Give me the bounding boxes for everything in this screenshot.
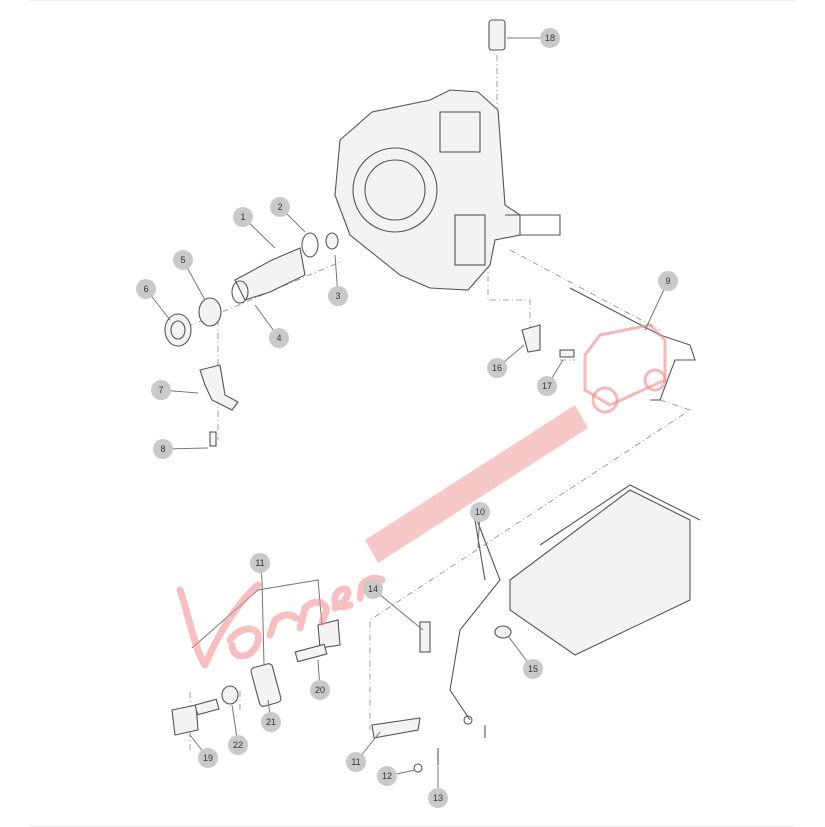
callout-number: 11 — [351, 757, 360, 767]
callout-19: 19 — [198, 748, 218, 768]
callout-badge — [136, 279, 156, 299]
callout-number: 6 — [143, 284, 148, 294]
callout-16: 16 — [487, 358, 507, 378]
callout-number: 2 — [277, 202, 282, 212]
callout-badge — [328, 286, 348, 306]
callout-number: 18 — [545, 33, 555, 43]
callout-number: 3 — [335, 291, 340, 301]
callout-number: 20 — [315, 685, 325, 695]
callout-badge — [487, 358, 507, 378]
callout-number: 14 — [368, 584, 378, 594]
callout-13: 13 — [428, 788, 448, 808]
callout-number: 17 — [542, 381, 552, 391]
callout-15: 15 — [523, 659, 543, 679]
callout-badge — [261, 712, 281, 732]
watermark-logo — [176, 323, 667, 669]
callout-20: 20 — [310, 680, 330, 700]
callout-5: 5 — [173, 250, 193, 270]
callout-badge — [310, 680, 330, 700]
callout-number: 9 — [665, 276, 670, 286]
leader-line — [372, 588, 424, 631]
sensor-part-18 — [488, 19, 506, 51]
callout-6: 6 — [136, 279, 156, 299]
callout-number: 1 — [240, 212, 245, 222]
callout-number: 21 — [266, 717, 276, 727]
callout-12: 12 — [377, 766, 397, 786]
callout-badge — [250, 553, 270, 573]
callout-badge — [228, 735, 248, 755]
callout-17: 17 — [537, 376, 557, 396]
linkage-parts — [171, 579, 341, 736]
callout-14: 14 — [363, 579, 383, 599]
callout-badge — [173, 250, 193, 270]
callout-badge — [658, 271, 678, 291]
callout-badge — [233, 207, 253, 227]
callout-badge — [153, 439, 173, 459]
callout-3: 3 — [328, 286, 348, 306]
callout-number: 22 — [233, 740, 243, 750]
callout-9: 9 — [658, 271, 678, 291]
callout-number: 4 — [276, 333, 281, 343]
callout-number: 7 — [158, 385, 163, 395]
callout-number: 16 — [492, 363, 502, 373]
callout-badge — [151, 380, 171, 400]
callout-10: 10 — [470, 502, 490, 522]
callout-badge — [540, 28, 560, 48]
callout-badge — [470, 502, 490, 522]
callout-18: 18 — [540, 28, 560, 48]
callout-badge — [377, 766, 397, 786]
callout-number: 13 — [433, 793, 443, 803]
callout-badge — [270, 197, 290, 217]
callout-badge — [346, 752, 366, 772]
callout-badge — [537, 376, 557, 396]
callout-8: 8 — [153, 439, 173, 459]
callout-badge — [198, 748, 218, 768]
callout-2: 2 — [270, 197, 290, 217]
callout-number: 5 — [180, 255, 185, 265]
callout-21: 21 — [261, 712, 281, 732]
callout-number: 10 — [475, 507, 485, 517]
callout-number: 11 — [255, 558, 264, 568]
callout-number: 15 — [528, 664, 538, 674]
callout-badge — [523, 659, 543, 679]
callout-number: 12 — [382, 771, 392, 781]
callout-number: 19 — [203, 753, 213, 763]
clutch-parts — [164, 232, 339, 447]
callout-badge — [269, 328, 289, 348]
callout-badge — [363, 579, 383, 599]
transmission-housing — [334, 89, 561, 291]
pedal-bracket — [371, 484, 701, 773]
callout-11: 11 — [346, 752, 366, 772]
callout-number: 8 — [160, 444, 165, 454]
callout-badge — [428, 788, 448, 808]
callout-4: 4 — [269, 328, 289, 348]
callout-22: 22 — [228, 735, 248, 755]
callout-7: 7 — [151, 380, 171, 400]
callout-1: 1 — [233, 207, 253, 227]
callout-11: 11 — [250, 553, 270, 573]
